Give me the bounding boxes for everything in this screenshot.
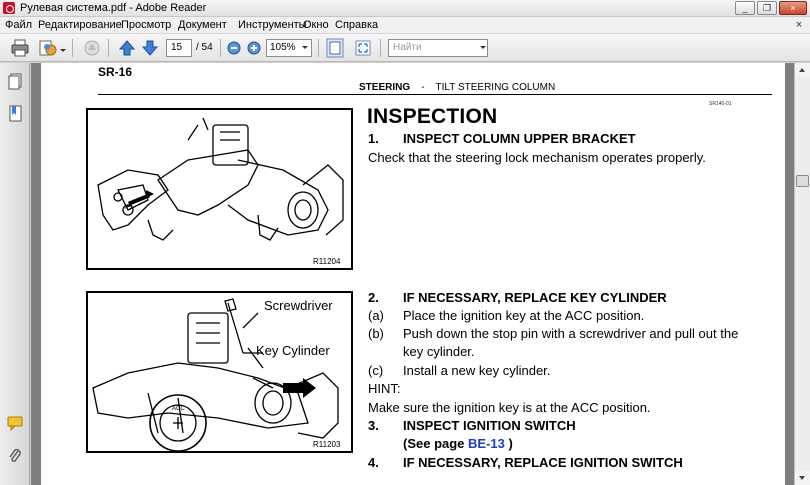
key-cylinder-illustration [92, 298, 339, 452]
lock-acc-label: ACC [172, 406, 185, 412]
menu-help[interactable]: Справка [335, 19, 379, 31]
full-screen-icon[interactable] [354, 38, 372, 58]
toolbar: 15 / 54 105% Найти [0, 34, 810, 62]
reference-code: SR140-01 [709, 101, 732, 107]
step3-title: INSPECT IGNITION SWITCH [403, 418, 576, 433]
find-input[interactable]: Найти [388, 39, 488, 57]
step1-text: Check that the steering lock mechanism o… [368, 150, 706, 165]
menu-file[interactable]: Файл [5, 19, 33, 31]
menu-edit[interactable]: Редактирование [38, 19, 122, 31]
menu-view[interactable]: Просмотр [121, 19, 172, 31]
header-separator: - [421, 82, 425, 93]
pages-icon[interactable] [7, 73, 23, 91]
window-title: Рулевая система.pdf - Adobe Reader [20, 2, 207, 14]
step2c-text: Install a new key cylinder. [403, 363, 551, 378]
figure-key-cylinder: Screwdriver Key Cylinder ACC R11203 [86, 291, 353, 453]
step3-number: 3. [368, 418, 379, 433]
figure1-code: R11204 [313, 257, 341, 266]
pdf-page: SR-16 STEERING - TILT STEERING COLUMN SR… [41, 63, 785, 485]
find-dropdown-icon[interactable] [480, 46, 486, 49]
step4-number: 4. [368, 455, 379, 470]
zoom-dropdown-icon[interactable] [302, 46, 308, 49]
header-rule [98, 94, 772, 95]
attachments-icon[interactable] [7, 447, 23, 465]
step1-title: INSPECT COLUMN UPPER BRACKET [403, 131, 636, 146]
step4-title: IF NECESSARY, REPLACE IGNITION SWITCH [403, 455, 683, 470]
page-code: SR-16 [98, 65, 133, 79]
vertical-scrollbar[interactable] [794, 63, 810, 485]
next-page-icon[interactable] [141, 38, 159, 58]
scroll-up-button[interactable] [795, 63, 810, 77]
section-heading: INSPECTION [367, 105, 498, 128]
step2b-text-cont: key cylinder. [403, 344, 475, 359]
step2a-text: Place the ignition key at the ACC positi… [403, 308, 645, 323]
hint-label: HINT: [368, 381, 401, 396]
bookmarks-icon[interactable] [7, 105, 23, 123]
zoom-level-select[interactable]: 105% [266, 39, 312, 57]
page-number-input[interactable]: 15 [166, 39, 192, 57]
steering-column-illustration [97, 117, 344, 241]
hint-text: Make sure the ignition key is at the ACC… [368, 400, 651, 415]
step2-title: IF NECESSARY, REPLACE KEY CYLINDER [403, 290, 667, 305]
link-be-13[interactable]: BE-13 [468, 436, 505, 451]
print-icon[interactable] [10, 38, 30, 58]
step3-see-page: (See page BE-13 ) [403, 436, 513, 451]
step2-number: 2. [368, 290, 379, 305]
share-icon[interactable] [38, 38, 58, 58]
menu-document[interactable]: Документ [178, 19, 227, 31]
navigation-panel [0, 63, 30, 485]
page-header: STEERING - TILT STEERING COLUMN [359, 82, 555, 93]
step1-number: 1. [368, 131, 379, 146]
step2c-letter: (c) [368, 363, 384, 378]
menu-bar: Файл Редактирование Просмотр Документ Ин… [0, 17, 810, 34]
zoom-in-icon[interactable] [246, 38, 262, 58]
scroll-thumb[interactable] [796, 175, 809, 187]
restore-button[interactable]: ❐ [757, 1, 777, 15]
document-viewport[interactable]: SR-16 STEERING - TILT STEERING COLUMN SR… [31, 63, 794, 485]
title-bar: Рулевая система.pdf - Adobe Reader _ ❐ × [0, 0, 810, 17]
menu-window[interactable]: Окно [303, 19, 329, 31]
header-subsection: TILT STEERING COLUMN [435, 82, 556, 93]
figure-column-bracket: R11204 [86, 108, 353, 270]
zoom-out-icon[interactable] [226, 38, 242, 58]
scroll-down-button[interactable] [795, 471, 810, 485]
screwdriver-label: Screwdriver [264, 298, 333, 313]
step2a-letter: (a) [368, 308, 384, 323]
close-button[interactable]: × [779, 1, 807, 15]
key-cylinder-label: Key Cylinder [256, 343, 330, 358]
page-total: / 54 [196, 42, 213, 53]
step2b-text: Push down the stop pin with a screwdrive… [403, 326, 739, 341]
attach-icon[interactable] [82, 38, 102, 58]
figure2-code: R11203 [313, 440, 341, 449]
adobe-reader-icon [3, 2, 15, 14]
step2b-letter: (b) [368, 326, 384, 341]
comments-icon[interactable] [7, 415, 23, 431]
minimize-button[interactable]: _ [735, 1, 755, 15]
fit-page-icon[interactable] [326, 38, 344, 58]
prev-page-icon[interactable] [118, 38, 136, 58]
header-section: STEERING [359, 82, 411, 93]
close-document-icon[interactable]: × [795, 19, 803, 31]
menu-tools[interactable]: Инструменты [238, 19, 307, 31]
